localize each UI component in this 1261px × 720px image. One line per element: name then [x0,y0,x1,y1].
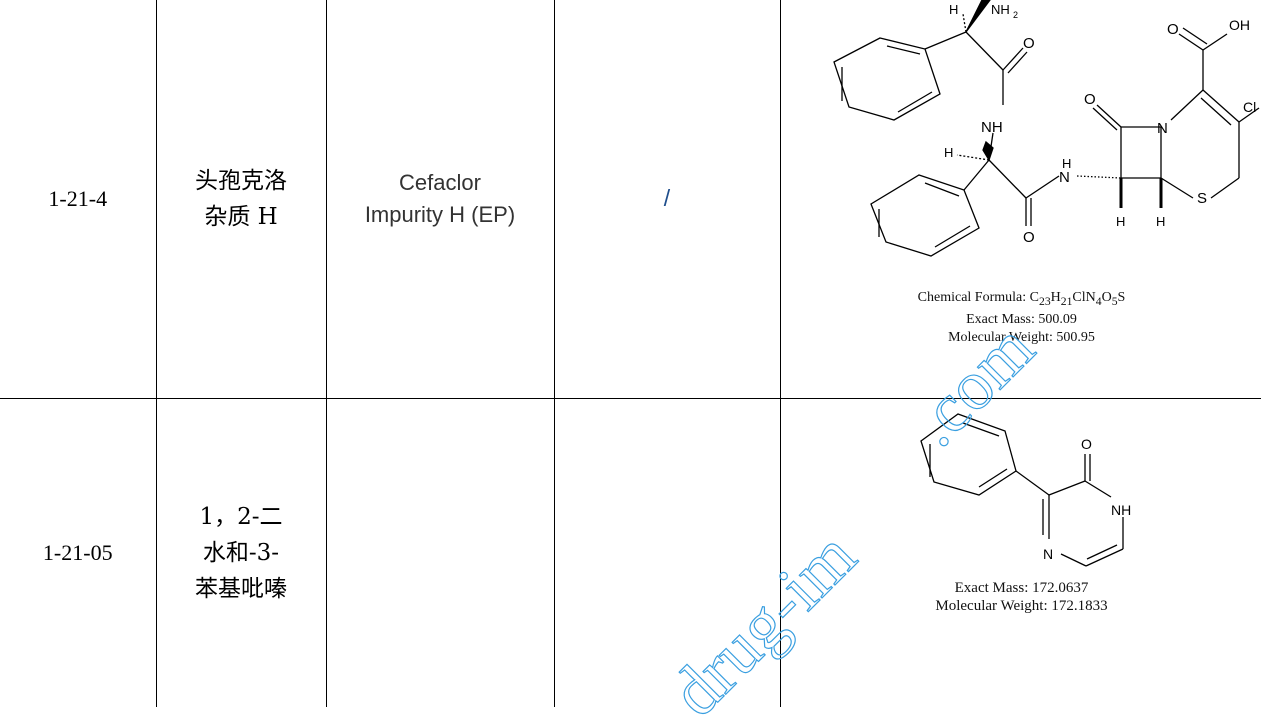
formula-part: S [1118,290,1126,305]
atom-label: NH [1111,502,1131,518]
english-name-cell [326,398,554,707]
compound-info: Chemical Formula: C23H21ClN4O5S Exact Ma… [781,289,1261,347]
atom-label: NH [991,2,1010,17]
molecular-weight: Molecular Weight: 172.1833 [781,597,1261,615]
formula-label: Chemical Formula: [918,290,1030,305]
chinese-name-cell: 1，2-二 水和-3- 苯基吡嗪 [156,398,326,707]
chinese-name-cell: 头孢克洛 杂质 H [156,0,326,398]
exact-mass: Exact Mass: 500.09 [781,311,1261,329]
chinese-name-line: 1，2-二 [157,499,326,535]
row-id: 1-21-4 [48,186,107,211]
atom-label: H [949,2,958,17]
chinese-name-line: 头孢克洛 [157,163,326,199]
compound-info: Exact Mass: 172.0637 Molecular Weight: 1… [781,579,1261,615]
english-name-cell: Cefaclor Impurity H (EP) [326,0,554,398]
atom-label: N [1157,120,1168,137]
formula-part: O [1102,290,1112,305]
phenylpyrazinone-structure: O NH N [781,399,1261,708]
atom-label: N [1059,169,1070,186]
row-id: 1-21-05 [43,540,113,565]
cas-cell [554,398,780,707]
molecular-weight: Molecular Weight: 500.95 [781,329,1261,347]
structure-cell: O NH N Exact Mass: 172.0637 Molecular We… [780,398,1261,707]
atom-label: 2 [1013,10,1018,20]
exact-mass: Exact Mass: 172.0637 [781,579,1261,597]
chinese-name-line: 水和-3- [157,535,326,571]
formula-subscript: 23 [1039,295,1051,308]
atom-label: H [1116,214,1125,229]
atom-label: O [1023,229,1035,246]
row-id-cell: 1-21-4 [0,0,156,398]
benzene-ring [921,414,1016,495]
atom-label: O [1167,21,1179,38]
cas-value: / [664,185,670,211]
chinese-name-line: 苯基吡嗪 [157,571,326,607]
atom-label: O [1081,436,1092,452]
formula-part: H [1051,290,1061,305]
table-row: 1-21-05 1，2-二 水和-3- 苯基吡嗪 [0,398,1261,707]
benzene-ring [834,38,940,120]
atom-label: O [1084,91,1096,108]
atom-label: NH [981,119,1003,136]
atom-label: H [1156,214,1165,229]
atom-label: H [944,145,953,160]
atom-label: O [1023,35,1035,52]
formula-part: C [1030,290,1039,305]
formula-subscript: 21 [1061,295,1073,308]
formula-part: ClN [1072,290,1095,305]
row-id-cell: 1-21-05 [0,398,156,707]
atom-label: OH [1229,17,1250,33]
atom-label: Cl [1243,99,1256,115]
english-name-line: Cefaclor [327,167,554,199]
english-name-line: Impurity H (EP) [327,199,554,231]
atom-label: N [1043,546,1053,562]
benzene-ring [871,175,979,256]
chemical-formula: Chemical Formula: C23H21ClN4O5S [781,289,1261,311]
atom-label: S [1197,190,1207,207]
table-row: 1-21-4 头孢克洛 杂质 H Cefaclor Impurity H (EP… [0,0,1261,398]
chinese-name-line: 杂质 H [157,199,326,235]
structure-cell: H NH 2 O O OH O N Cl NH H H N S O H H [780,0,1261,398]
cas-cell: / [554,0,780,398]
